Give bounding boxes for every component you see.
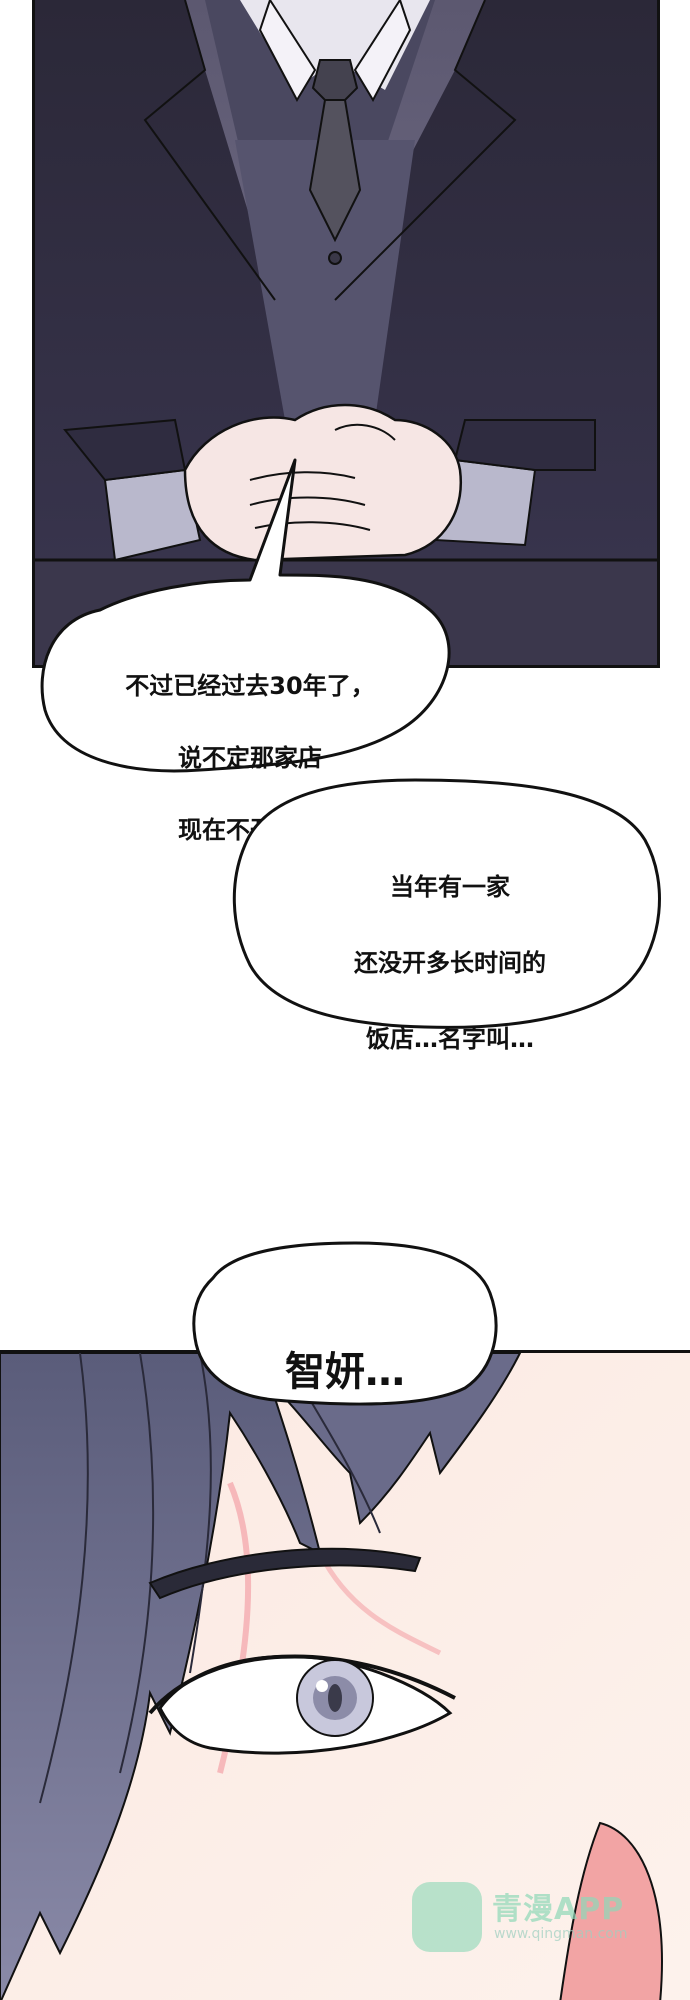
bubble-2-text: 当年有一家 还没开多长时间的 饭店…名字叫… <box>260 830 640 1096</box>
watermark-title: 青漫APP <box>492 1892 625 1927</box>
speech-bubble-3 <box>192 1241 498 1406</box>
businessman-illustration <box>35 0 657 665</box>
bubble-2-line-1: 当年有一家 <box>390 873 510 901</box>
top-panel <box>32 0 660 668</box>
watermark-url: www.qingman.com <box>494 1926 628 1942</box>
bottom-panel <box>0 1350 690 2000</box>
face-closeup-illustration <box>0 1353 690 2000</box>
bubble-2-line-2: 还没开多长时间的 <box>354 949 546 977</box>
bubble-2-line-3: 饭店…名字叫… <box>366 1025 534 1053</box>
speech-bubble-2 <box>232 778 661 1029</box>
bubble-1-line-2: 说不定那家店 <box>178 744 322 772</box>
app-watermark: 青漫APP www.qingman.com <box>408 1878 648 1958</box>
bubble-1-line-1: 不过已经过去30年了， <box>125 672 375 700</box>
bubble-3-text: 智妍… <box>205 1300 485 1444</box>
cat-logo-icon <box>412 1882 482 1952</box>
speech-bubble-1 <box>40 458 451 773</box>
bubble-3-line-1: 智妍… <box>285 1349 405 1395</box>
